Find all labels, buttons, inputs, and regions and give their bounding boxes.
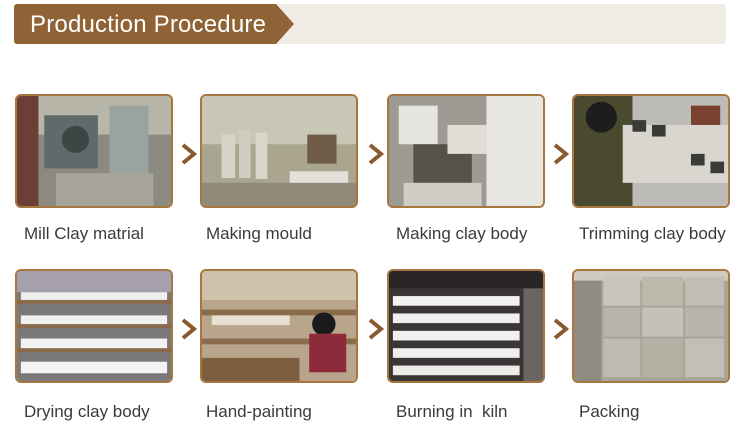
chevron-right-icon [553,143,569,165]
step-caption: Mill Clay matrial [24,224,144,243]
step-caption: Hand-painting [206,402,312,421]
step-caption: Burning in kiln [396,402,508,421]
chevron-right-icon [181,143,197,165]
step-caption: Packing [579,402,640,421]
chevron-right-icon [553,318,569,340]
photo-packing [572,269,730,383]
step-caption: Making clay body [396,224,528,243]
photo-making-mould [200,94,358,208]
step-caption: Trimming clay body [579,224,726,243]
photo-hand-painting [200,269,358,383]
photo-kiln [387,269,545,383]
photo-mill-clay [15,94,173,208]
chevron-right-icon [368,318,384,340]
step-caption: Drying clay body [24,402,150,421]
page-title: Production Procedure [30,11,267,38]
header-tab [14,4,294,44]
photo-making-clay-body [387,94,545,208]
photo-trimming [572,94,730,208]
chevron-right-icon [181,318,197,340]
photo-drying [15,269,173,383]
chevron-right-icon [368,143,384,165]
step-caption: Making mould [206,224,312,243]
